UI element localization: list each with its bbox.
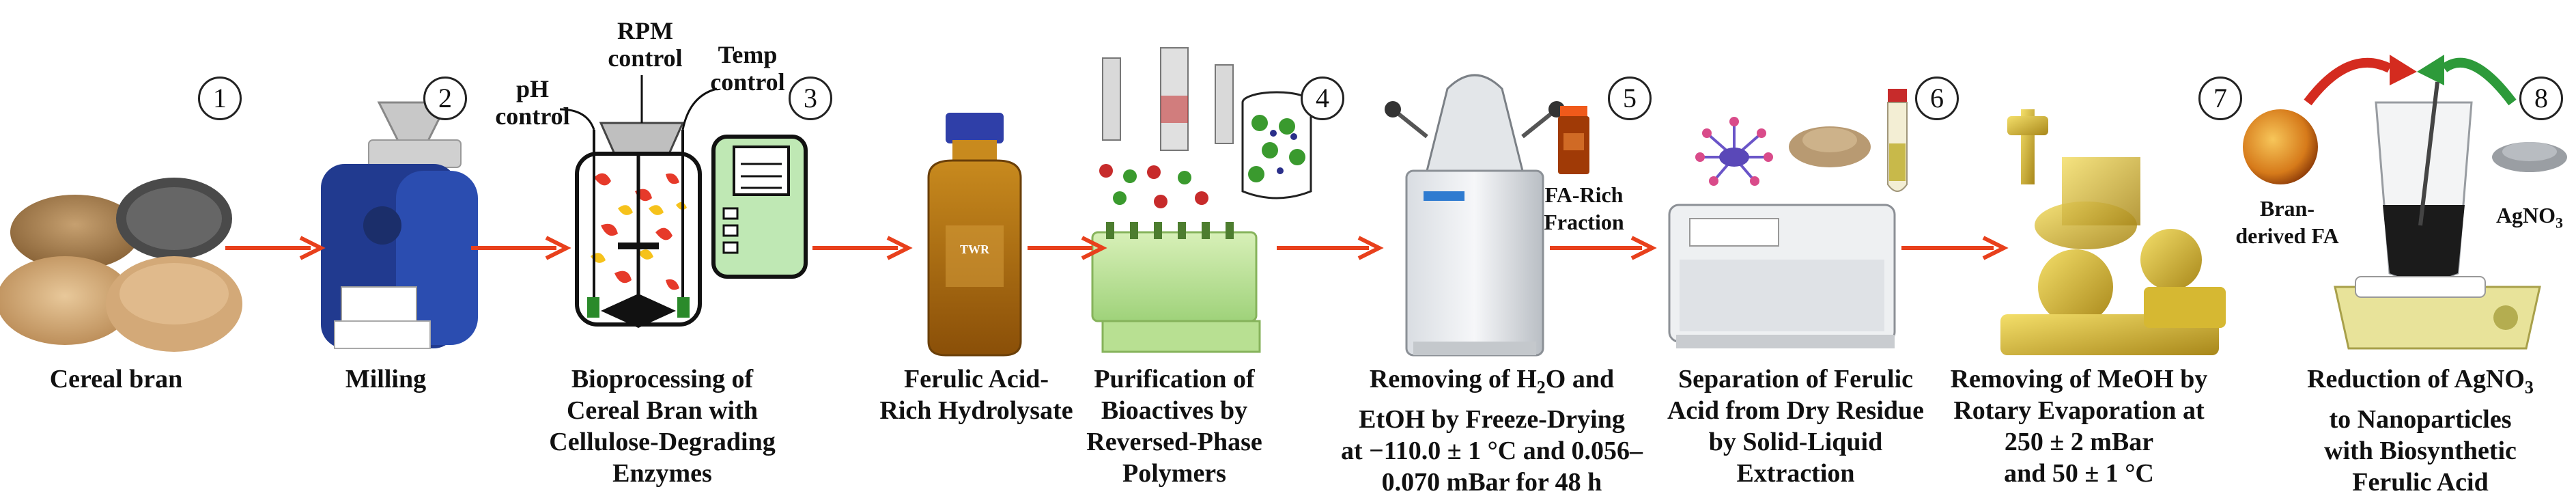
- rpm-control-label: RPM control: [608, 17, 683, 72]
- flow-arrow-5: [1277, 236, 1384, 260]
- step-number-6: 6: [1915, 77, 1959, 120]
- step-caption-1: Cereal bran: [49, 365, 183, 393]
- ph-control-label: pH control: [495, 75, 570, 130]
- bran-derived-fa-label: Bran- derived FA: [2235, 196, 2339, 248]
- hydrolysate-bottle-image: [927, 113, 1022, 357]
- freeze-dryer-image: [1385, 74, 1589, 357]
- fa-rich-fraction-label: FA-Rich Fraction: [1544, 182, 1624, 234]
- flow-arrow-2: [471, 236, 571, 260]
- step-number-2: 2: [423, 77, 467, 120]
- flow-arrow-4: [1028, 236, 1107, 260]
- rotary-evaporator-image: [2000, 109, 2226, 355]
- flow-arrow-7: [1901, 236, 2009, 260]
- step-caption-9: Reduction of AgNO3 to Nanoparticles with…: [2307, 365, 2534, 497]
- flow-arrow-6: [1550, 236, 1657, 260]
- step-caption-3: Bioprocessing of Cereal Bran with Cellul…: [549, 365, 776, 488]
- step-caption-5: Purification of Bioactives by Reversed-P…: [1086, 365, 1262, 488]
- step-number-3: 3: [789, 77, 832, 120]
- step-number-5: 5: [1608, 77, 1652, 120]
- step-number-1: 1: [198, 77, 242, 120]
- flow-arrow-1: [225, 236, 326, 260]
- bioreactor-image: [559, 75, 808, 328]
- nanoparticle-synthesis-image: [2243, 55, 2567, 350]
- step-number-8: 8: [2519, 77, 2563, 120]
- agno3-label: AgNO3: [2495, 203, 2564, 232]
- extraction-image: [1668, 89, 1908, 348]
- mill-image: [321, 101, 478, 349]
- step-caption-4: Ferulic Acid- Rich Hydrolysate: [879, 365, 1073, 425]
- step-caption-2: Milling: [345, 365, 427, 393]
- temp-control-label: Temp control: [710, 41, 785, 96]
- purification-image: [1091, 47, 1312, 353]
- step-number-4: 4: [1301, 77, 1344, 120]
- bottle-brand-label: TWR: [959, 243, 989, 256]
- step-caption-7: Separation of Ferulic Acid from Dry Resi…: [1667, 365, 1925, 488]
- step-number-7: 7: [2198, 77, 2242, 120]
- step-caption-6: Removing of H2O and EtOH by Freeze-Dryin…: [1341, 365, 1643, 497]
- flow-arrow-3: [812, 236, 913, 260]
- step-caption-8: Removing of MeOH by Rotary Evaporation a…: [1950, 365, 2208, 488]
- cereal-bran-image: [0, 178, 242, 352]
